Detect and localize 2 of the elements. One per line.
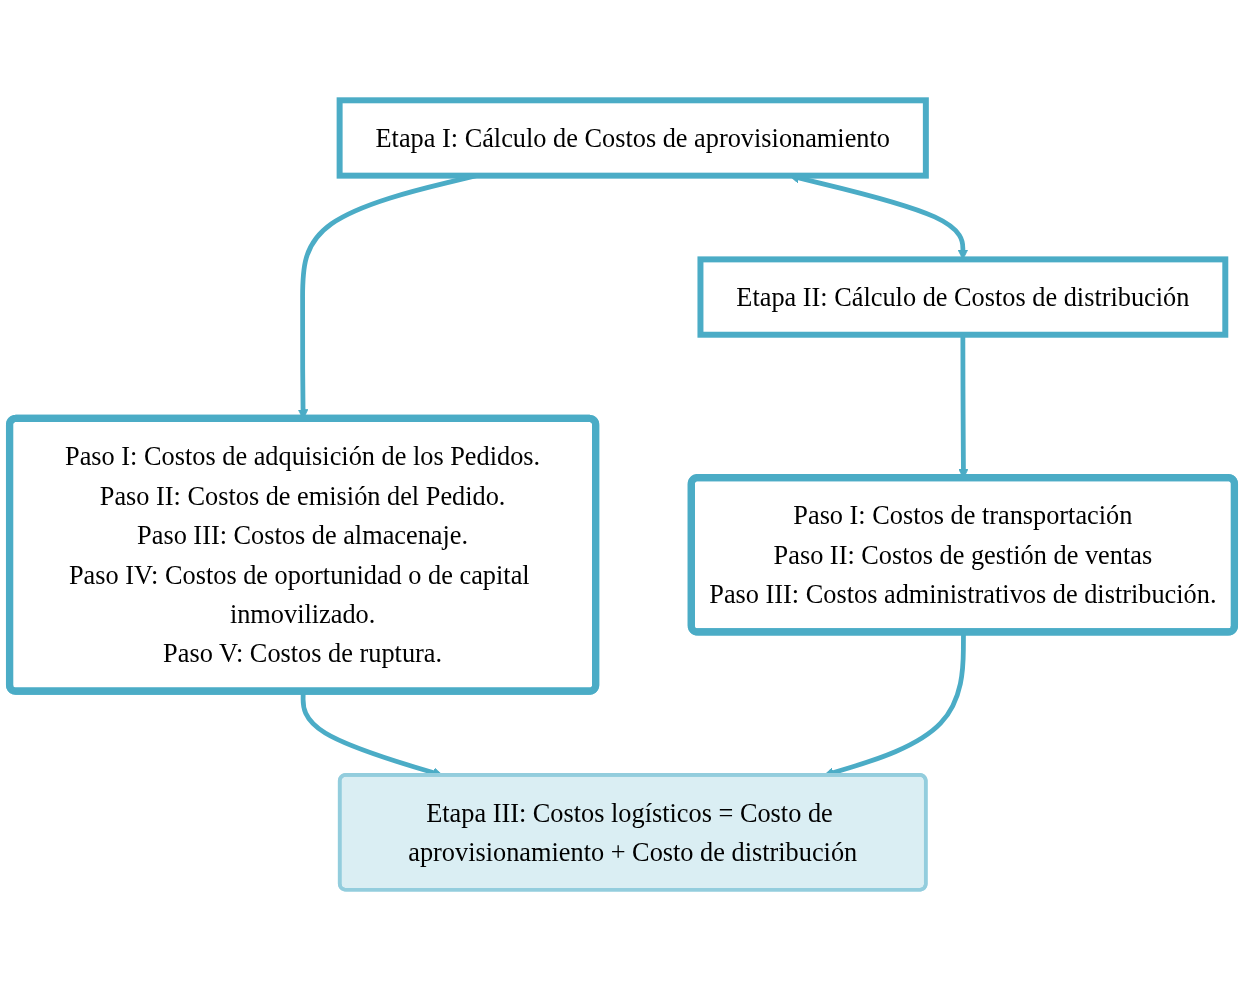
node-box: Etapa II: Cálculo de Costos de distribución — [697, 256, 1229, 338]
node-box: Etapa I: Cálculo de Costos de aprovisionamiento — [336, 97, 929, 179]
